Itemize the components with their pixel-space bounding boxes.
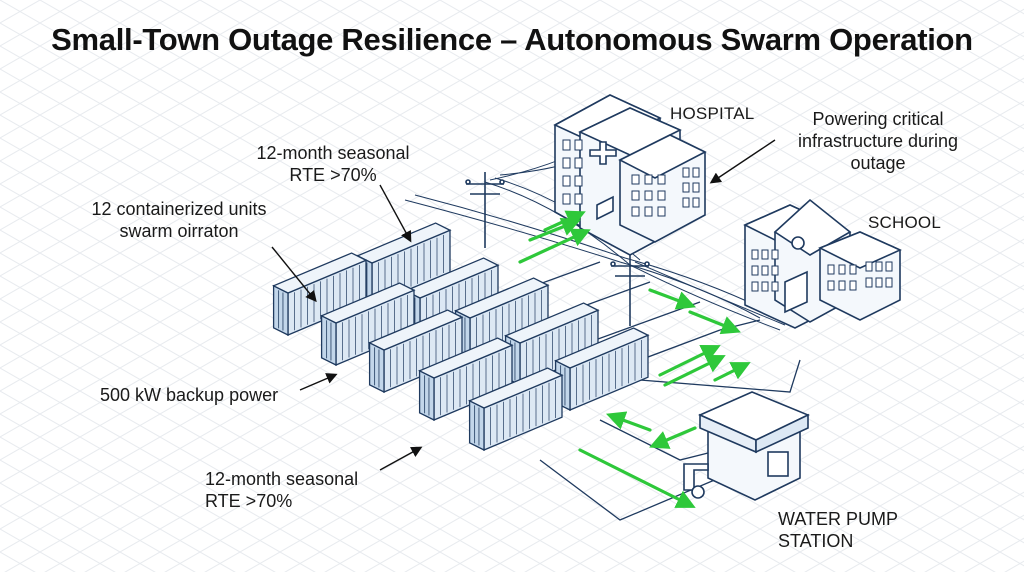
window [838, 280, 846, 291]
window [849, 264, 857, 275]
school-building-icon [743, 198, 902, 329]
window [562, 139, 571, 151]
window [865, 261, 873, 272]
rte-bottom-callout: 12-month seasonal RTE >70% [205, 468, 358, 512]
window [644, 190, 653, 201]
window [682, 182, 690, 193]
window [562, 175, 571, 187]
window [692, 182, 700, 193]
water-pump-label-line2: STATION [778, 531, 854, 551]
school-windows [751, 249, 893, 292]
window [574, 157, 583, 169]
window [761, 249, 769, 260]
rte-top-line2: RTE >70% [289, 165, 377, 185]
utility-pole-1 [465, 172, 505, 248]
rte-bottom-line1: 12-month seasonal [205, 469, 359, 489]
window [574, 193, 583, 205]
window [751, 249, 759, 260]
units-callout: 12 containerized units swarm oirraton [64, 198, 294, 242]
window [827, 280, 835, 291]
battery-container-array [272, 222, 650, 452]
window [875, 261, 883, 272]
window [885, 277, 893, 288]
window [838, 264, 846, 275]
utility-pole-2 [610, 252, 650, 326]
units-line1: 12 containerized units [91, 199, 267, 219]
rte-top-callout: 12-month seasonal RTE >70% [238, 142, 428, 186]
window [574, 139, 583, 151]
critical-infrastructure-callout: Powering critical infrastructure during … [778, 108, 978, 174]
callout-pointers [271, 139, 776, 471]
window [631, 190, 640, 201]
window [761, 265, 769, 276]
hospital-label: HOSPITAL [670, 104, 755, 123]
critical-callout-line3: outage [850, 153, 906, 173]
window [692, 197, 700, 208]
backup-power-callout: 500 kW backup power [100, 385, 279, 405]
water-pump-label: WATER PUMP STATION [778, 508, 898, 552]
window [692, 167, 700, 178]
window [751, 265, 759, 276]
window [562, 157, 571, 169]
window [644, 206, 653, 217]
window [644, 174, 653, 185]
window [574, 175, 583, 187]
water-pump-station-icon [683, 391, 810, 501]
battery-container [418, 337, 514, 422]
window [657, 206, 666, 217]
water-pump-label-line1: WATER PUMP [778, 509, 898, 529]
window [849, 280, 857, 291]
battery-container [468, 367, 564, 452]
window [657, 190, 666, 201]
window [631, 174, 640, 185]
power-flow-arrows [518, 210, 751, 508]
window [562, 193, 571, 205]
window [771, 281, 779, 292]
critical-callout-line1: Powering critical [812, 109, 944, 129]
window [657, 174, 666, 185]
window [865, 277, 873, 288]
battery-container [554, 327, 650, 412]
school-label: SCHOOL [868, 213, 941, 232]
units-line2: swarm oirraton [119, 221, 239, 241]
window [875, 277, 883, 288]
window [885, 261, 893, 272]
rte-top-line1: 12-month seasonal [256, 143, 410, 163]
hospital-building-icon [553, 94, 707, 256]
window [682, 197, 690, 208]
battery-container [368, 309, 464, 394]
window [827, 264, 835, 275]
window [761, 281, 769, 292]
window [771, 249, 779, 260]
battery-container [320, 282, 416, 367]
window [771, 265, 779, 276]
critical-callout-line2: infrastructure during [797, 131, 959, 151]
window [682, 167, 690, 178]
battery-container [272, 252, 368, 337]
window [751, 281, 759, 292]
window [631, 206, 640, 217]
rte-bottom-line2: RTE >70% [205, 491, 293, 511]
page-title: Small-Town Outage Resilience – Autonomou… [51, 22, 973, 57]
hospital-windows [562, 139, 700, 217]
